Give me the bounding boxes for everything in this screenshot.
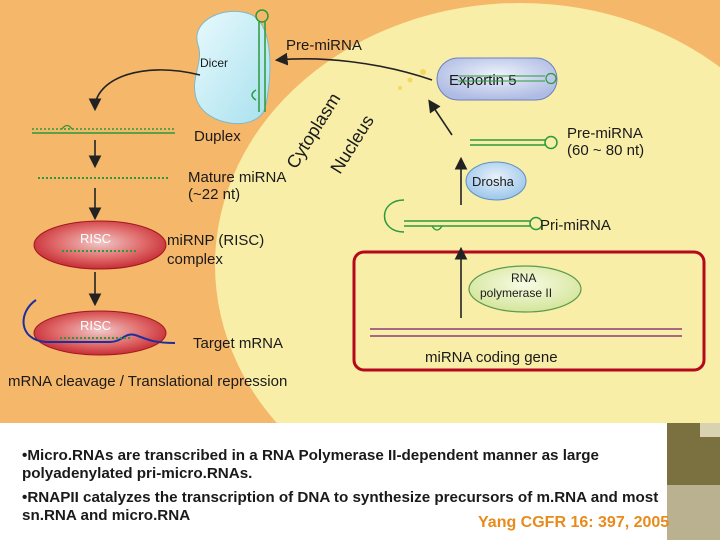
polymerase-label-line1: RNA bbox=[511, 271, 536, 285]
rna-polymerase-ii: RNA polymerase II bbox=[468, 265, 582, 313]
mature-mirna-size: (~22 nt) bbox=[188, 186, 240, 203]
duplex-label: Duplex bbox=[194, 128, 241, 145]
pre-mirna-cytoplasm-label: Pre-miRNA bbox=[286, 37, 362, 54]
corner-accent bbox=[700, 423, 720, 437]
polymerase-label-line2: polymerase II bbox=[480, 286, 552, 300]
arrow-dicer-to-duplex bbox=[88, 69, 201, 112]
risc-complex: RISC bbox=[33, 220, 167, 270]
duplex-rna bbox=[32, 124, 175, 134]
risc-target-complex: RISC bbox=[22, 299, 176, 356]
dicer-label: Dicer bbox=[200, 56, 228, 70]
pre-mirna-nucleus-hairpin bbox=[470, 135, 558, 150]
drosha: Drosha bbox=[465, 161, 527, 201]
export-dot bbox=[407, 77, 413, 83]
arrow-export-to-dicer bbox=[274, 52, 433, 81]
nucleus-region bbox=[215, 3, 720, 527]
pri-mirna-label: Pri-miRNA bbox=[540, 217, 611, 234]
export-dot bbox=[420, 69, 426, 75]
exportin-5: Exportin 5 bbox=[436, 57, 558, 101]
pri-mirna-strand bbox=[383, 199, 543, 233]
drosha-label: Drosha bbox=[472, 174, 515, 189]
gene-label: miRNA coding gene bbox=[425, 349, 558, 366]
text-panel bbox=[0, 423, 667, 540]
mature-mirna-label: Mature miRNA bbox=[188, 169, 286, 186]
transcription-highlight-box bbox=[352, 250, 706, 372]
risc-label: RISC bbox=[80, 231, 111, 246]
arrow-nucleus-to-cytoplasm bbox=[428, 99, 453, 136]
mirnp-label: miRNP (RISC) bbox=[167, 232, 264, 249]
citation: Yang CGFR 16: 397, 2005 bbox=[478, 514, 670, 531]
corner-block-light bbox=[667, 485, 720, 540]
pre-mirna-nucleus-label: Pre-miRNA bbox=[567, 125, 643, 142]
pre-mirna-nucleus-size: (60 ~ 80 nt) bbox=[567, 142, 644, 159]
cleavage-label: mRNA cleavage / Translational repression bbox=[8, 373, 287, 390]
risc-target-label: RISC bbox=[80, 318, 111, 333]
bullet-transcription: •Micro.RNAs are transcribed in a RNA Pol… bbox=[22, 447, 599, 482]
mirnp-complex-label: complex bbox=[167, 251, 223, 268]
export-dot bbox=[398, 86, 402, 90]
dicer-complex: Dicer bbox=[194, 9, 271, 125]
target-mrna-label: Target mRNA bbox=[193, 335, 283, 352]
bullet-rnapii: •RNAPII catalyzes the transcription of D… bbox=[22, 489, 659, 524]
